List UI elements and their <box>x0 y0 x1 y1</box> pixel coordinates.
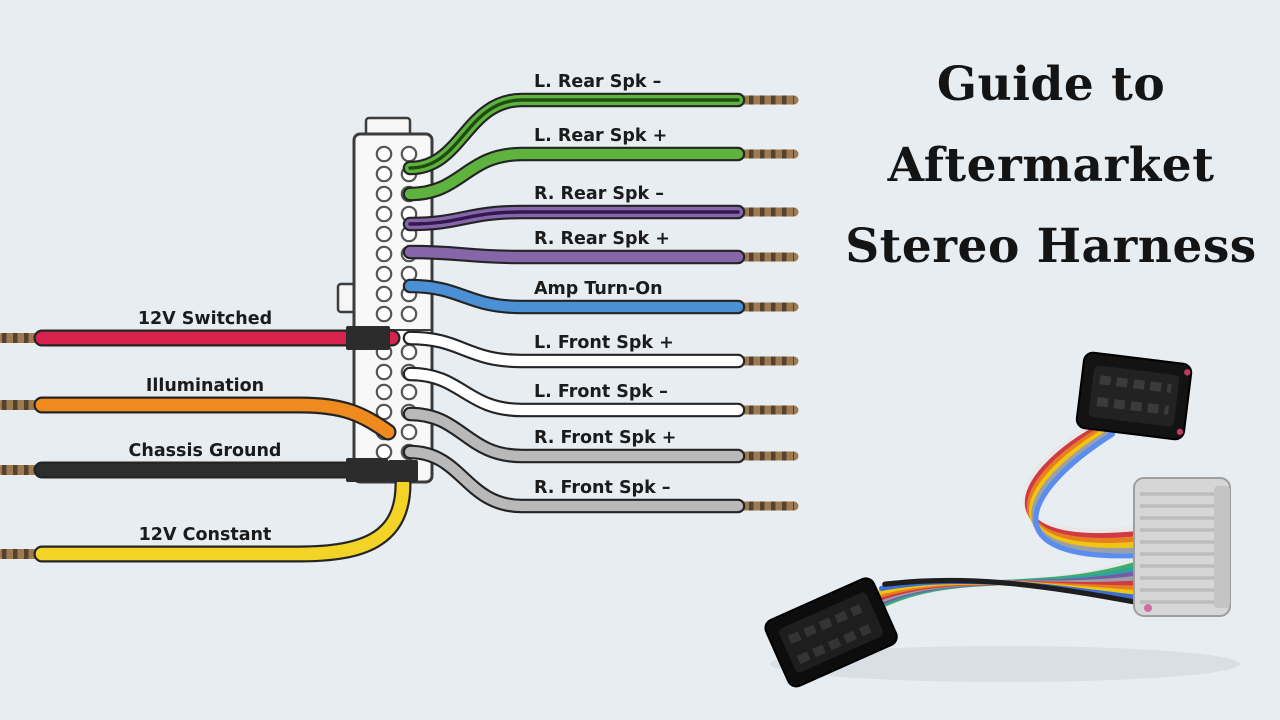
wire-label: L. Front Spk – <box>534 382 668 402</box>
wire <box>35 477 410 561</box>
connector-pin <box>375 225 393 243</box>
photo-black-connector-top <box>1075 351 1193 441</box>
wire <box>404 332 744 367</box>
connector-mark <box>1176 428 1184 436</box>
wire-label: 12V Constant <box>139 525 272 545</box>
wire-label: 12V Switched <box>138 309 272 329</box>
wire-stripe <box>408 98 740 170</box>
connector-pin <box>375 383 393 401</box>
wire-label: R. Front Spk – <box>534 478 671 498</box>
wire <box>404 368 744 416</box>
photo-wire-bundle <box>853 425 1143 625</box>
wire <box>404 148 744 200</box>
pin-slot-row <box>796 624 872 665</box>
wire-group <box>0 92 799 563</box>
connector-pin <box>400 423 418 441</box>
photo-black-connector-bottom <box>764 577 898 688</box>
connector-pin <box>375 185 393 203</box>
connector-pin <box>375 245 393 263</box>
connector-mark <box>1184 369 1191 376</box>
gray-connector-ribs <box>1140 492 1224 604</box>
pin-slot-row <box>1099 375 1172 393</box>
wire <box>404 446 744 512</box>
wire <box>404 408 744 462</box>
photo-gray-connector <box>1133 477 1231 617</box>
title-line-2: Aftermarket <box>887 138 1215 193</box>
wire-label: Amp Turn-On <box>534 279 663 299</box>
photo-wire <box>1033 431 1141 559</box>
connector-pin <box>375 205 393 223</box>
connector-pin <box>400 383 418 401</box>
wire-label: R. Front Spk + <box>534 428 676 448</box>
wire <box>404 246 744 263</box>
connector-socket <box>346 326 390 350</box>
pin-slot-row <box>1096 397 1170 415</box>
connector-sockets <box>346 326 418 482</box>
wire <box>404 280 744 313</box>
connector-pin <box>375 443 393 461</box>
connector-pin <box>375 165 393 183</box>
wire <box>35 398 395 439</box>
connector-pin <box>375 305 393 323</box>
connector-mark <box>1144 604 1152 612</box>
wire-label: R. Rear Spk – <box>534 184 664 204</box>
title-line-3: Stereo Harness <box>845 219 1257 274</box>
connector-pin <box>400 305 418 323</box>
title-line-1: Guide to <box>936 57 1166 112</box>
connector-pin <box>375 285 393 303</box>
gray-connector-edge <box>1214 486 1230 608</box>
connector-pin <box>400 145 418 163</box>
wire-label: L. Front Spk + <box>534 333 674 353</box>
black-connector-face <box>1088 365 1180 427</box>
photo-wire <box>882 577 1143 606</box>
connector-pin <box>400 343 418 361</box>
connector-pin <box>375 363 393 381</box>
photo-shadow <box>770 646 1240 682</box>
pin-slot-row <box>787 604 863 645</box>
wire-label: Illumination <box>146 376 264 396</box>
wire-labels: L. Rear Spk – L. Rear Spk + R. Rear Spk – R… <box>129 72 677 545</box>
wire-stripe <box>408 210 740 226</box>
wire-label: R. Rear Spk + <box>534 229 670 249</box>
connector-socket <box>388 460 418 482</box>
page-title: Guide to Aftermarket Stereo Harness <box>828 44 1274 287</box>
wire-label: Chassis Ground <box>129 441 282 461</box>
wire-label: L. Rear Spk – <box>534 72 661 92</box>
wire-label: L. Rear Spk + <box>534 126 667 146</box>
connector-socket <box>346 458 388 482</box>
connector-pin <box>375 145 393 163</box>
connector-pin <box>375 265 393 283</box>
harness-adapter-photo <box>764 351 1240 688</box>
